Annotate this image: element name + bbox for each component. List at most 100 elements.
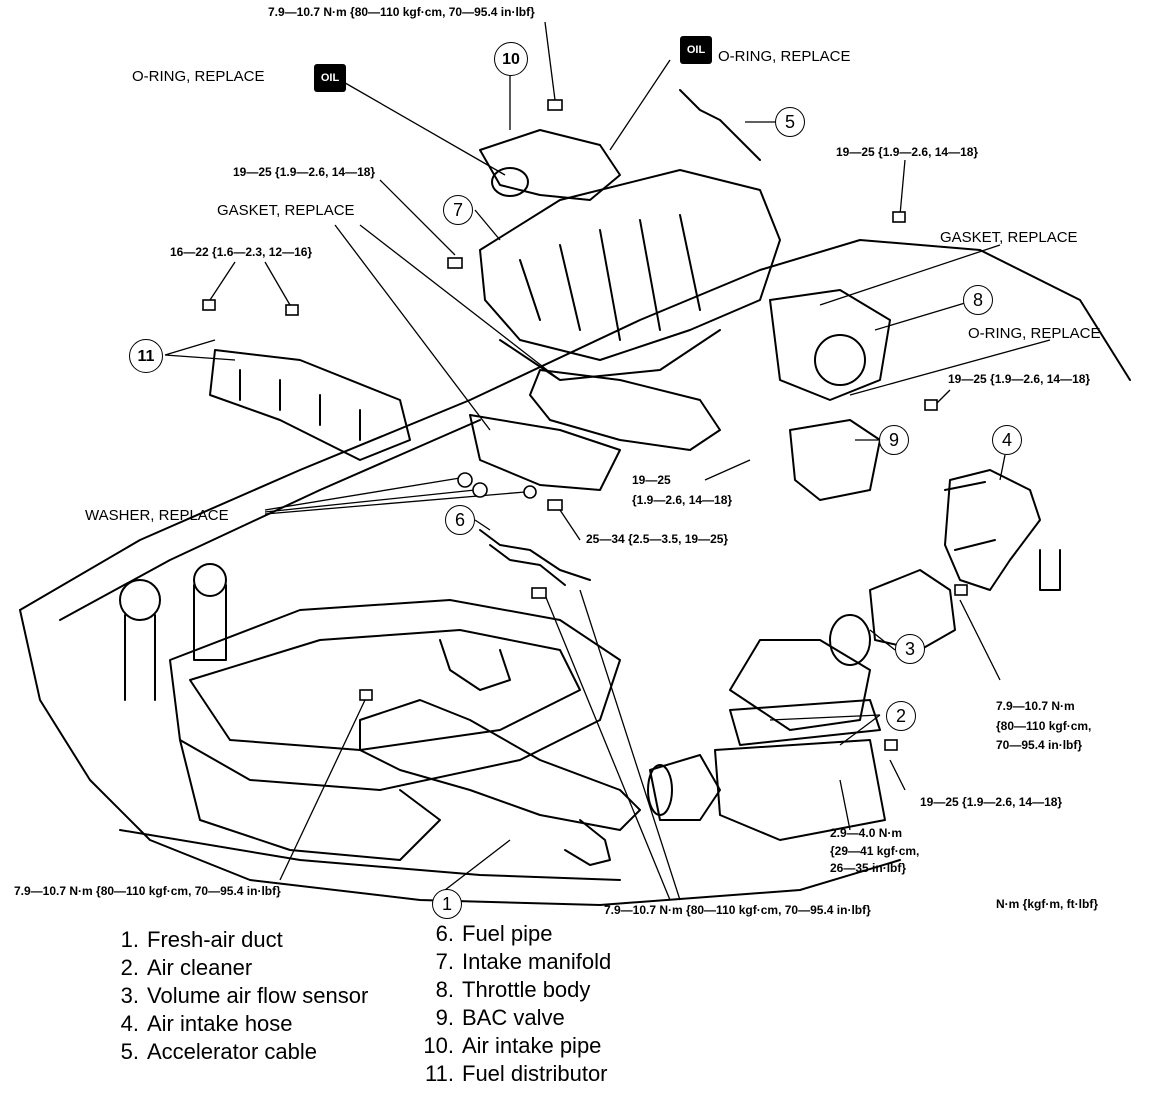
- air-cleaner-lower: [714, 739, 886, 841]
- fuel-pipe-2: [489, 544, 566, 586]
- bolt: [892, 211, 906, 223]
- hose-clamp: [944, 481, 996, 551]
- torque-spec: 19—25 {1.9—2.6, 14—18}: [948, 372, 1091, 386]
- leader-oring-top: [609, 59, 671, 151]
- legend-item: 9.BAC valve: [435, 1005, 565, 1030]
- bolt: [547, 99, 563, 111]
- callout-9: 9: [879, 425, 909, 455]
- torque-spec: 26—35 in·lbf}: [830, 861, 907, 875]
- reservoir: [193, 563, 227, 597]
- leader-1: [444, 839, 511, 891]
- vaf-ring: [829, 614, 871, 666]
- bolt: [884, 739, 898, 751]
- washer: [523, 485, 537, 499]
- legend-item: 8.Throttle body: [435, 977, 591, 1002]
- torque-spec: 7.9—10.7 N·m {80—110 kgf·cm, 70—95.4 in·…: [268, 5, 535, 19]
- callout-3: 3: [895, 634, 925, 664]
- fresh-air-duct: [359, 699, 641, 831]
- callout-4: 4: [992, 425, 1022, 455]
- callout-1: 1: [432, 889, 462, 919]
- torque-spec: 2.9—4.0 N·m: [830, 826, 903, 840]
- torque-spec: 25—34 {2.5—3.5, 19—25}: [586, 532, 729, 546]
- air-cleaner-filter: [729, 699, 881, 746]
- leader-gasket-left-2: [334, 224, 491, 431]
- air-intake-pipe-ring: [491, 167, 529, 197]
- air-cleaner-inlet-ring: [647, 764, 673, 816]
- hose: [439, 639, 511, 691]
- bac-valve: [789, 419, 881, 501]
- leader-2-a: [769, 714, 881, 721]
- leader-t-right: [959, 599, 1001, 681]
- leader-19-25-b: [899, 159, 906, 216]
- leader-4: [999, 454, 1006, 481]
- torque-spec: 16—22 {1.6—2.3, 12—16}: [170, 245, 313, 259]
- torque-spec: {29—41 kgf·cm,: [830, 844, 920, 858]
- body-outline: [19, 239, 1131, 611]
- oil-can-icon: OIL: [314, 64, 346, 92]
- bolt: [359, 689, 373, 701]
- leader-washer-1: [264, 477, 461, 511]
- torque-spec: 7.9—10.7 N·m: [996, 699, 1075, 713]
- legend-item: 3.Volume air flow sensor: [120, 983, 369, 1008]
- leader-washer-2: [264, 489, 476, 513]
- fuel-pipe: [479, 529, 591, 581]
- vaf-sensor: [869, 569, 956, 651]
- gasket-lower: [469, 414, 621, 491]
- leader-oring-left: [339, 79, 506, 176]
- leader-t-bottom-left: [279, 699, 366, 881]
- leader-11: [164, 339, 236, 361]
- legend-right: 6.Fuel pipe 7.Intake manifold 8.Throttle…: [420, 920, 611, 1088]
- legend-item: 4.Air intake hose: [120, 1011, 293, 1036]
- manifold-base: [499, 329, 721, 381]
- fuel-distributor: [209, 349, 411, 461]
- leader-t-bottom-mid-1: [544, 594, 671, 901]
- legend-item: 1.Fresh-air duct: [120, 927, 283, 952]
- legend-item: 7.Intake manifold: [435, 949, 612, 974]
- torque-spec: {1.9—2.6, 14—18}: [632, 493, 733, 507]
- oil-cap-tube: [124, 614, 156, 701]
- engine-block: [169, 599, 621, 791]
- torque-spec: 19—25 {1.9—2.6, 14—18}: [920, 795, 1063, 809]
- engine-front: [179, 739, 441, 861]
- air-cleaner-top: [729, 639, 871, 731]
- bolt: [531, 587, 547, 599]
- callout-6: 6: [445, 505, 475, 535]
- oil-can-icon: OIL: [680, 36, 712, 64]
- torque-spec: 19—25 {1.9—2.6, 14—18}: [836, 145, 979, 159]
- oring-replace-note: O-RING, REPLACE: [718, 48, 851, 65]
- leader-29: [839, 779, 851, 831]
- leader-t-top: [544, 21, 556, 101]
- body-outline-inner: [59, 419, 481, 621]
- air-cleaner-inlet: [649, 754, 721, 821]
- leader-6: [474, 519, 491, 531]
- bolt: [547, 499, 563, 511]
- leader-gasket-right: [819, 244, 1001, 306]
- valve-cover: [189, 629, 581, 751]
- bolt: [954, 584, 968, 596]
- leader-8: [874, 299, 976, 331]
- hose-tube: [1039, 549, 1061, 591]
- legend-item: 5.Accelerator cable: [120, 1039, 317, 1064]
- intake-manifold: [479, 169, 781, 361]
- callout-7: 7: [443, 195, 473, 225]
- oil-cap: [119, 579, 161, 621]
- injectors: [239, 369, 361, 441]
- leader-16-22-b: [264, 261, 291, 306]
- legend-item: 10.Air intake pipe: [423, 1033, 602, 1058]
- torque-spec: 19—25: [632, 473, 671, 487]
- oring-replace-note: O-RING, REPLACE: [132, 68, 265, 85]
- washer-replace-note: WASHER, REPLACE: [85, 507, 229, 524]
- torque-spec: 7.9—10.7 N·m {80—110 kgf·cm, 70—95.4 in·…: [14, 884, 281, 898]
- leader-25-34: [559, 509, 581, 541]
- leader-3: [869, 629, 896, 651]
- torque-spec: 7.9—10.7 N·m {80—110 kgf·cm, 70—95.4 in·…: [604, 903, 871, 917]
- reservoir-body: [193, 584, 227, 661]
- body-lower: [119, 829, 621, 881]
- oring-replace-note: O-RING, REPLACE: [968, 325, 1101, 342]
- air-intake-hose: [944, 469, 1041, 591]
- leader-19-25-a: [379, 179, 456, 256]
- leader-7: [474, 209, 501, 241]
- callout-11: 11: [129, 339, 163, 373]
- fresh-air-duct-end: [564, 819, 611, 866]
